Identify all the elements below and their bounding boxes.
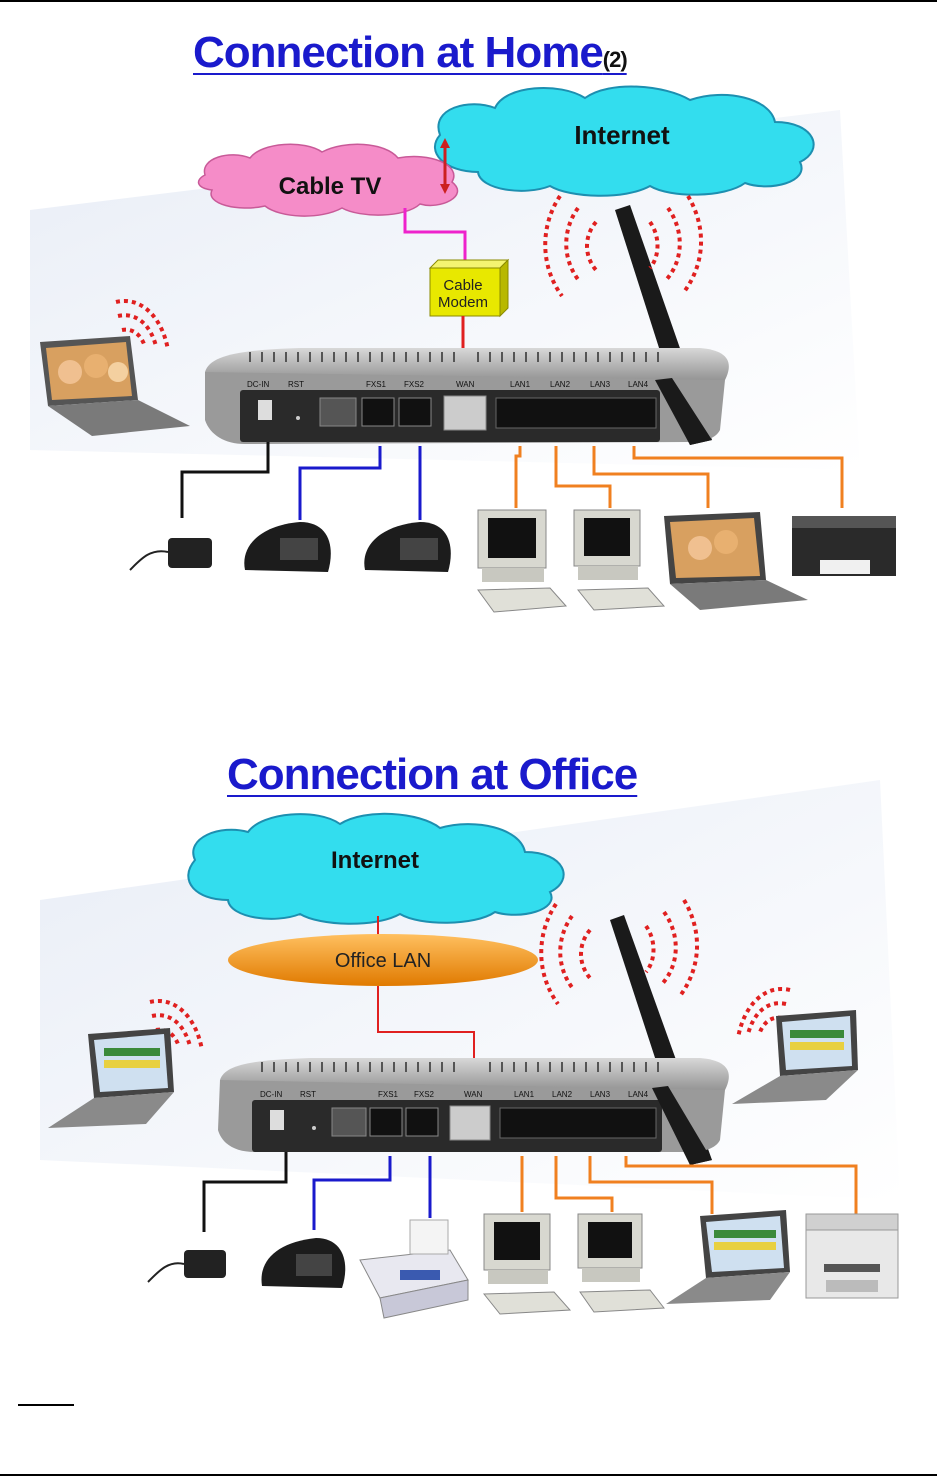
- dcin-jack: [258, 400, 272, 420]
- desktop-pc-2: [574, 510, 664, 610]
- office-diagram: Internet Office LAN: [0, 720, 937, 1320]
- cable-tv-label: Cable TV: [279, 173, 382, 200]
- modem-label-line2: Modem: [438, 294, 488, 311]
- port-label-lan3: LAN3: [590, 380, 611, 389]
- port-label-fxs2: FXS2: [414, 1090, 435, 1099]
- port-label-dcin: DC-IN: [260, 1090, 282, 1099]
- port-label-lan2: LAN2: [550, 380, 571, 389]
- port-label-wan: WAN: [456, 380, 475, 389]
- desktop-pc-2: [578, 1214, 664, 1312]
- telephone: [261, 1238, 345, 1288]
- port-label-lan2: LAN2: [552, 1090, 573, 1099]
- internet-cloud: Internet: [435, 86, 814, 195]
- lan-cable-1: [516, 446, 520, 508]
- home-diagram: Internet Cable TV Cable Modem: [0, 0, 937, 640]
- router: DC-IN RST FXS1 FXS2 WAN LAN1 LAN2 LAN3 L…: [205, 348, 729, 444]
- port-label-fxs1: FXS1: [366, 380, 387, 389]
- port-label-lan4: LAN4: [628, 380, 649, 389]
- multifunction-printer: [806, 1214, 898, 1298]
- cable-modem: Cable Modem: [430, 260, 508, 316]
- port-label-fxs2: FXS2: [404, 380, 425, 389]
- port-label-lan3: LAN3: [590, 1090, 611, 1099]
- port-label-rst: RST: [300, 1090, 316, 1099]
- lan-laptop: [666, 1210, 790, 1304]
- internet-cloud: Internet: [188, 814, 563, 924]
- note-underline: [18, 1404, 74, 1406]
- port-label-lan1: LAN1: [510, 380, 531, 389]
- lan-laptop: [664, 512, 808, 610]
- modem-label-line1: Cable: [443, 277, 482, 294]
- port-label-rst: RST: [288, 380, 304, 389]
- port-label-lan1: LAN1: [514, 1090, 535, 1099]
- fax-machine: [360, 1220, 468, 1318]
- port-label-dcin: DC-IN: [247, 380, 269, 389]
- telephone-1: [244, 522, 331, 572]
- internet-label: Internet: [331, 847, 419, 874]
- router: DC-IN RST FXS1 FXS2 WAN LAN1 LAN2 LAN3 L…: [218, 1058, 729, 1152]
- port-label-wan: WAN: [464, 1090, 483, 1099]
- desktop-pc-1: [478, 510, 566, 612]
- home-panel: Connection at Home(2) Internet Cable TV: [0, 0, 937, 640]
- power-adapter: [130, 538, 212, 570]
- power-adapter: [148, 1250, 226, 1282]
- office-lan-label: Office LAN: [335, 950, 431, 972]
- printer: [792, 516, 896, 576]
- internet-label: Internet: [574, 120, 670, 150]
- cable-tv-cloud: Cable TV: [199, 144, 458, 216]
- port-label-fxs1: FXS1: [378, 1090, 399, 1099]
- bottom-rule: [0, 1474, 937, 1476]
- office-lan: Office LAN: [228, 934, 538, 986]
- desktop-pc-1: [484, 1214, 570, 1314]
- office-panel: Connection at Office Internet Office LAN: [0, 720, 937, 1320]
- telephone-2: [364, 522, 451, 572]
- rst-hole: [296, 416, 300, 420]
- port-label-lan4: LAN4: [628, 1090, 649, 1099]
